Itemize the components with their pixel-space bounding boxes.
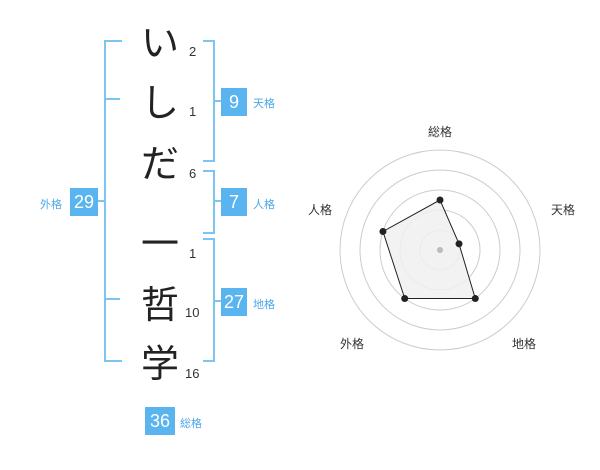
tenkaku-connector <box>213 100 221 102</box>
radar-point <box>401 295 409 303</box>
radar-ring <box>359 169 521 331</box>
gaikaku-connector <box>96 200 106 202</box>
stroke-count-5: 10 <box>185 305 200 320</box>
radar-ring <box>419 229 461 271</box>
radar-axis-label-3: 地格 <box>511 337 536 351</box>
radar-center-dot <box>437 247 443 253</box>
jinkaku-label: 人格 <box>253 198 275 211</box>
soukaku-score: 36 <box>145 407 175 435</box>
chikaku-connector <box>213 300 221 302</box>
name-char-6: 学 <box>140 342 179 386</box>
radar-axis-label-5: 人格 <box>307 203 332 217</box>
tenkaku-score: 9 <box>221 88 247 116</box>
stroke-count-2: 1 <box>189 104 197 119</box>
stroke-count-4: 1 <box>189 246 197 261</box>
radar-area <box>382 199 476 300</box>
radar-ring <box>399 209 481 291</box>
gaikaku-bracket <box>104 40 122 362</box>
gaikaku-tick-bottom <box>104 298 120 300</box>
chikaku-label: 地格 <box>253 298 275 311</box>
name-char-2: し <box>140 81 179 125</box>
name-char-1: い <box>140 21 179 65</box>
gaikaku-tick-top <box>104 98 120 100</box>
radar-point <box>379 227 387 235</box>
tenkaku-label: 天格 <box>253 97 275 110</box>
jinkaku-connector <box>213 200 221 202</box>
soukaku-label: 総格 <box>180 417 202 430</box>
stroke-count-6: 16 <box>185 366 200 381</box>
name-char-3: だ <box>140 142 179 186</box>
radar-ring <box>339 149 541 351</box>
chikaku-score: 27 <box>221 288 247 316</box>
stroke-count-3: 6 <box>189 166 197 181</box>
radar-axis-label-4: 外格 <box>339 337 364 351</box>
name-char-4: 一 <box>140 222 179 266</box>
gaikaku-score: 29 <box>70 188 98 216</box>
radar-point <box>436 196 444 204</box>
radar-axis-label-1: 総格 <box>427 125 452 139</box>
jinkaku-bracket <box>203 170 215 234</box>
radar-point <box>455 240 463 248</box>
radar-axis-label-2: 天格 <box>550 203 575 217</box>
stroke-count-1: 2 <box>189 44 197 59</box>
jinkaku-score: 7 <box>221 188 247 216</box>
name-char-5: 哲 <box>140 283 179 327</box>
radar-point <box>471 295 479 303</box>
gaikaku-label: 外格 <box>40 198 62 211</box>
radar-ring <box>379 189 501 311</box>
